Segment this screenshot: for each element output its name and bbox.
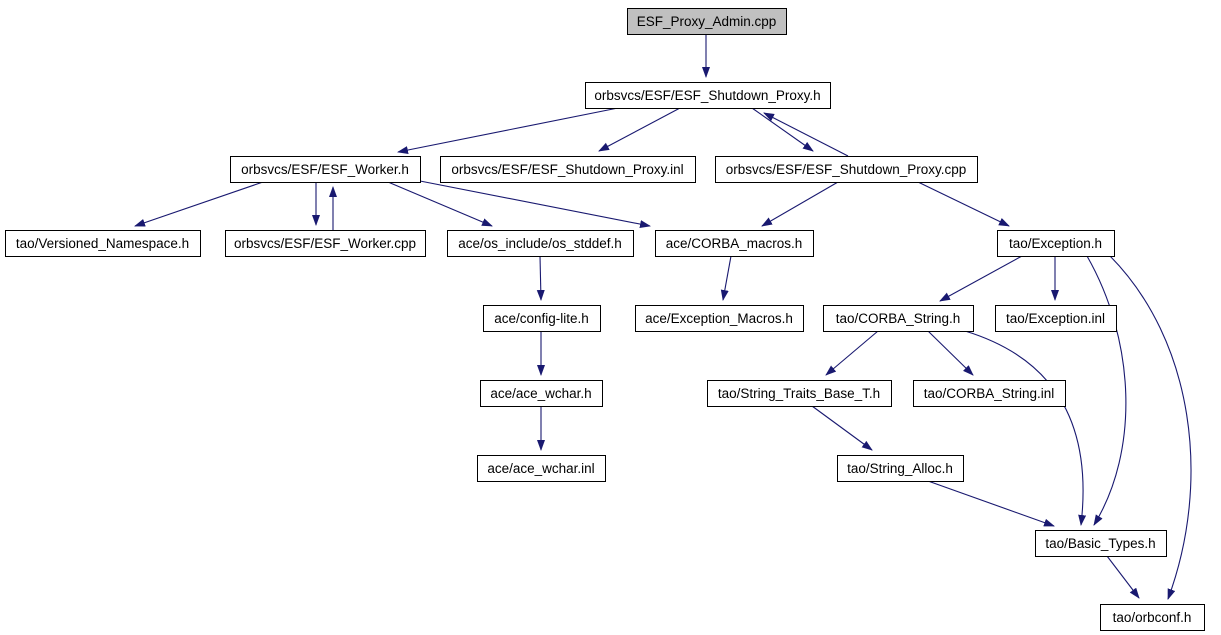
node-label-esf_shutdown_proxy_inl: orbsvcs/ESF/ESF_Shutdown_Proxy.inl — [451, 162, 683, 177]
node-box-string_alloc_h[interactable] — [837, 455, 964, 482]
edge-esf_worker_h-to-os_stddef_h — [387, 181, 493, 227]
edges-layer — [134, 34, 1192, 600]
node-box-basic_types_h[interactable] — [1035, 530, 1167, 557]
graph-node-esf_shutdown_proxy_cpp[interactable]: orbsvcs/ESF/ESF_Shutdown_Proxy.cpp — [715, 156, 978, 183]
graph-node-string_traits_base_t_h[interactable]: tao/String_Traits_Base_T.h — [707, 380, 892, 407]
edge-os_stddef_h-to-config_lite_h — [536, 255, 545, 301]
graph-node-orbconf_h[interactable]: tao/orbconf.h — [1100, 604, 1205, 631]
node-box-corba_string_inl[interactable] — [913, 380, 1066, 407]
graph-node-corba_string_h[interactable]: tao/CORBA_String.h — [823, 305, 974, 332]
edge-esf_worker_h-to-versioned_namespace_h — [134, 181, 264, 227]
node-box-os_stddef_h[interactable] — [447, 230, 634, 257]
edge-esf_shutdown_proxy_cpp-to-corba_macros_h — [761, 181, 839, 227]
edge-string_alloc_h-to-basic_types_h — [927, 480, 1055, 527]
edge-esf_shutdown_proxy_cpp-to-esf_shutdown_proxy_h — [763, 112, 849, 157]
node-label-versioned_namespace_h: tao/Versioned_Namespace.h — [16, 236, 189, 251]
graph-node-string_alloc_h[interactable]: tao/String_Alloc.h — [837, 455, 964, 482]
graph-node-ace_wchar_h[interactable]: ace/ace_wchar.h — [480, 380, 603, 407]
node-box-exception_macros_h[interactable] — [635, 305, 804, 332]
graph-node-corba_macros_h[interactable]: ace/CORBA_macros.h — [655, 230, 814, 257]
node-box-esf_worker_h[interactable] — [230, 156, 421, 183]
graph-node-exception_macros_h[interactable]: ace/Exception_Macros.h — [635, 305, 804, 332]
node-label-ace_wchar_h: ace/ace_wchar.h — [490, 386, 591, 401]
node-label-exception_inl: tao/Exception.inl — [1006, 311, 1105, 326]
node-label-esf_shutdown_proxy_cpp: orbsvcs/ESF/ESF_Shutdown_Proxy.cpp — [726, 162, 967, 177]
graph-node-esf_shutdown_proxy_h[interactable]: orbsvcs/ESF/ESF_Shutdown_Proxy.h — [585, 82, 831, 109]
node-box-exception_inl[interactable] — [995, 305, 1117, 332]
node-box-versioned_namespace_h[interactable] — [5, 230, 201, 257]
graph-node-esf_proxy_admin_cpp[interactable]: ESF_Proxy_Admin.cpp — [627, 8, 787, 35]
node-box-orbconf_h[interactable] — [1100, 604, 1205, 631]
node-label-corba_string_inl: tao/CORBA_String.inl — [924, 386, 1055, 401]
node-box-corba_string_h[interactable] — [823, 305, 974, 332]
node-label-string_traits_base_t_h: tao/String_Traits_Base_T.h — [718, 386, 880, 401]
edge-corba_macros_h-to-exception_macros_h — [720, 255, 732, 301]
node-label-corba_string_h: tao/CORBA_String.h — [836, 311, 961, 326]
edge-esf_worker_h-to-corba_macros_h — [419, 180, 651, 229]
graph-node-esf_worker_h[interactable]: orbsvcs/ESF/ESF_Worker.h — [230, 156, 421, 183]
node-box-esf_shutdown_proxy_h[interactable] — [585, 82, 831, 109]
node-box-esf_proxy_admin_cpp[interactable] — [627, 8, 787, 35]
node-label-corba_macros_h: ace/CORBA_macros.h — [666, 236, 803, 251]
edge-corba_string_h-to-corba_string_inl — [927, 330, 974, 376]
node-label-esf_shutdown_proxy_h: orbsvcs/ESF/ESF_Shutdown_Proxy.h — [594, 88, 820, 103]
node-label-basic_types_h: tao/Basic_Types.h — [1045, 536, 1155, 551]
edge-string_traits_base_t_h-to-string_alloc_h — [811, 405, 873, 451]
node-box-string_traits_base_t_h[interactable] — [707, 380, 892, 407]
graph-node-exception_h[interactable]: tao/Exception.h — [997, 230, 1115, 257]
node-box-esf_shutdown_proxy_cpp[interactable] — [715, 156, 978, 183]
edge-esf_shutdown_proxy_cpp-to-exception_h — [917, 181, 1010, 227]
node-label-ace_wchar_inl: ace/ace_wchar.inl — [487, 461, 594, 476]
edge-esf_shutdown_proxy_h-to-esf_shutdown_proxy_cpp — [751, 107, 814, 152]
nodes-layer: ESF_Proxy_Admin.cpp orbsvcs/ESF/ESF_Shutd… — [5, 8, 1205, 631]
edge-esf_shutdown_proxy_h-to-esf_worker_h — [397, 107, 619, 154]
node-box-exception_h[interactable] — [997, 230, 1115, 257]
edge-basic_types_h-to-orbconf_h — [1106, 555, 1140, 599]
graph-node-esf_shutdown_proxy_inl[interactable]: orbsvcs/ESF/ESF_Shutdown_Proxy.inl — [440, 156, 696, 183]
node-label-exception_h: tao/Exception.h — [1009, 236, 1102, 251]
edge-corba_string_h-to-string_traits_base_t_h — [825, 330, 879, 376]
edge-exception_h-to-basic_types_h — [1086, 255, 1127, 526]
graph-node-esf_worker_cpp[interactable]: orbsvcs/ESF/ESF_Worker.cpp — [225, 230, 426, 257]
node-label-esf_worker_cpp: orbsvcs/ESF/ESF_Worker.cpp — [234, 236, 416, 251]
node-label-orbconf_h: tao/orbconf.h — [1113, 610, 1192, 625]
graph-node-versioned_namespace_h[interactable]: tao/Versioned_Namespace.h — [5, 230, 201, 257]
graph-node-os_stddef_h[interactable]: ace/os_include/os_stddef.h — [447, 230, 634, 257]
graph-node-basic_types_h[interactable]: tao/Basic_Types.h — [1035, 530, 1167, 557]
graph-node-ace_wchar_inl[interactable]: ace/ace_wchar.inl — [477, 455, 606, 482]
edge-esf_shutdown_proxy_h-to-esf_shutdown_proxy_inl — [598, 107, 681, 152]
node-label-esf_worker_h: orbsvcs/ESF/ESF_Worker.h — [241, 162, 409, 177]
graph-node-exception_inl[interactable]: tao/Exception.inl — [995, 305, 1117, 332]
node-box-ace_wchar_inl[interactable] — [477, 455, 606, 482]
node-label-os_stddef_h: ace/os_include/os_stddef.h — [458, 236, 622, 251]
node-box-config_lite_h[interactable] — [483, 305, 601, 332]
node-label-string_alloc_h: tao/String_Alloc.h — [847, 461, 953, 476]
edge-corba_string_h-to-basic_types_h — [964, 330, 1087, 526]
node-label-exception_macros_h: ace/Exception_Macros.h — [645, 311, 793, 326]
node-box-esf_shutdown_proxy_inl[interactable] — [440, 156, 696, 183]
node-box-corba_macros_h[interactable] — [655, 230, 814, 257]
edge-exception_h-to-corba_string_h — [939, 255, 1023, 302]
node-label-config_lite_h: ace/config-lite.h — [494, 311, 589, 326]
node-box-esf_worker_cpp[interactable] — [225, 230, 426, 257]
node-box-ace_wchar_h[interactable] — [480, 380, 603, 407]
graph-node-config_lite_h[interactable]: ace/config-lite.h — [483, 305, 601, 332]
graph-node-corba_string_inl[interactable]: tao/CORBA_String.inl — [913, 380, 1066, 407]
edge-exception_h-to-orbconf_h — [1109, 255, 1192, 600]
node-label-esf_proxy_admin_cpp: ESF_Proxy_Admin.cpp — [637, 14, 777, 29]
